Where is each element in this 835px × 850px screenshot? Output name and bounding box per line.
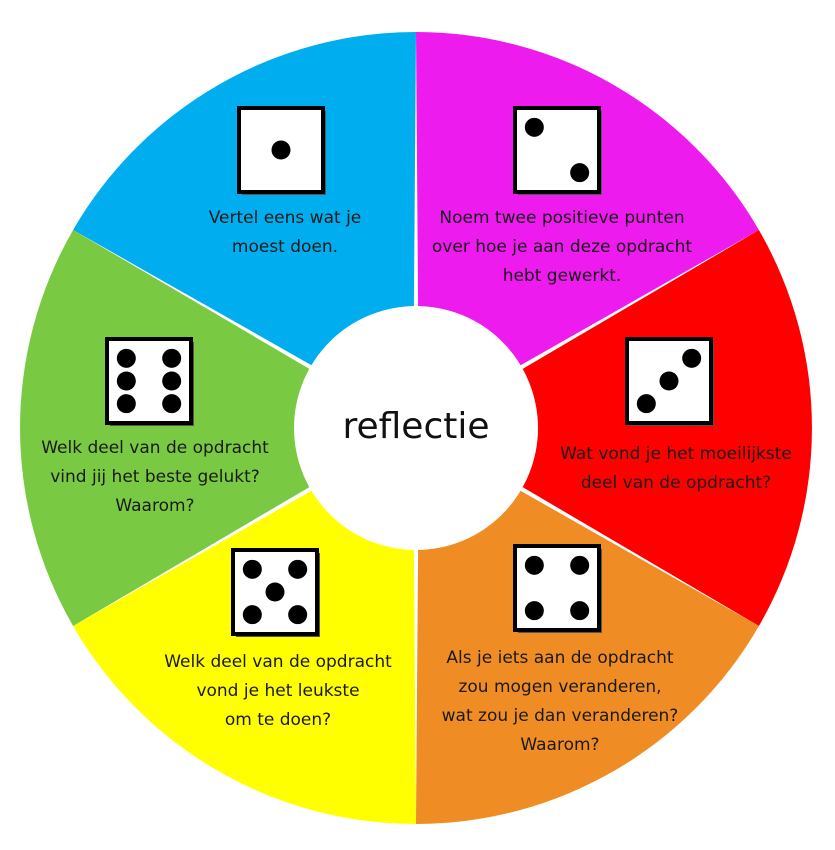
segment-blue-wedge [73,32,416,423]
question-line: Als je iets aan de opdracht [446,648,673,668]
die-pip [288,559,308,579]
question-line: vind jij het beste gelukt? [50,467,260,487]
question-line: zou mogen veranderen, [458,677,661,697]
die-3-icon [625,337,714,426]
segment-blue-question: Vertel eens wat je moest doen. [209,208,362,257]
die-pip [116,371,136,391]
segment-green: Welk deel van de opdracht vind jij het be… [20,230,411,626]
die-pip [116,348,136,368]
segment-green-wedge [20,230,411,626]
segment-orange: Als je iets aan de opdracht zou mogen ver… [416,433,759,824]
question-line: deel van de opdracht? [581,473,771,493]
die-pip [524,601,544,621]
die-pip [162,371,182,391]
question-line: om te doen? [225,710,331,730]
segment-red-question: Wat vond je het moeilijkste deel van de o… [560,444,792,493]
die-pip [659,371,679,391]
segment-orange-question: Als je iets aan de opdracht zou mogen ver… [442,648,679,755]
question-line: moest doen. [232,237,338,257]
die-pip [271,140,291,160]
die-4-icon [513,544,602,633]
segment-red: Wat vond je het moeilijkste deel van de o… [422,230,812,626]
segment-yellow-question: Welk deel van de opdracht vond je het leu… [164,652,392,730]
die-pip [524,117,544,137]
question-line: Wat vond je het moeilijkste [560,444,792,464]
segment-yellow: Welk deel van de opdracht vond je het leu… [73,433,416,824]
die-1-icon [237,106,326,195]
die-pip [162,348,182,368]
question-line: over hoe je aan deze opdracht [432,237,692,257]
die-pip [636,394,656,414]
die-pip [265,582,285,602]
question-line: vond je het leukste [196,681,359,701]
question-line: Welk deel van de opdracht [41,438,269,458]
die-pip [242,559,262,579]
die-5-icon [231,548,320,637]
die-6-icon [105,337,194,426]
segment-blue: Vertel eens wat je moest doen. [73,32,416,423]
segment-red-wedge [422,230,812,626]
wheel-center: reflectie [294,306,538,550]
question-line: Vertel eens wat je [209,208,362,228]
question-line: Welk deel van de opdracht [164,652,392,672]
die-pip [524,555,544,575]
die-pip [162,394,182,414]
wheel-segments: Vertel eens wat je moest doen. Noem twee p… [20,32,812,824]
center-circle [294,306,538,550]
die-face [513,106,601,194]
die-pip [242,605,262,625]
question-line: hebt gewerkt. [503,266,622,286]
segment-magenta: Noem twee positieve punten over hoe je aa… [416,32,759,423]
segment-green-question: Welk deel van de opdracht vind jij het be… [41,438,269,516]
die-pip [682,348,702,368]
center-label: reflectie [342,406,489,447]
die-pip [288,605,308,625]
question-line: Noem twee positieve punten [439,208,684,228]
segment-magenta-question: Noem twee positieve punten over hoe je aa… [432,208,692,286]
die-face [513,544,601,632]
die-pip [570,555,590,575]
question-line: wat zou je dan veranderen? [442,706,679,726]
question-line: Waarom? [115,496,194,516]
die-2-icon [513,106,602,195]
segment-magenta-wedge [416,32,759,423]
question-line: Waarom? [520,735,599,755]
die-pip [570,601,590,621]
die-pip [116,394,136,414]
die-pip [570,163,590,183]
